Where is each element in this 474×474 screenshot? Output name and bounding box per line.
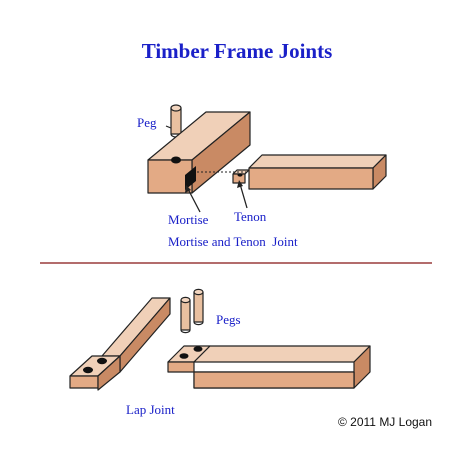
mortise-tenon-illustration (147, 104, 387, 213)
peg-illustration (170, 104, 182, 138)
tenon-beam (232, 154, 387, 190)
diagram-title: Timber Frame Joints (142, 39, 333, 63)
mortise-pointer (187, 188, 201, 213)
pegs-label: Pegs (216, 312, 241, 327)
peg-pointer (165, 125, 172, 129)
peg-label: Peg (137, 115, 157, 130)
lap-joint-caption: Lap Joint (126, 402, 175, 417)
copyright-text: © 2011 MJ Logan (338, 415, 432, 429)
lap-joint-illustration (69, 288, 371, 391)
tenon-label: Tenon (234, 209, 267, 224)
lap-upper-beam (69, 297, 171, 391)
tenon-pointer (239, 183, 248, 209)
lap-peg-2 (193, 288, 204, 326)
lap-lower-beam (167, 345, 371, 389)
mortise-slot (185, 166, 196, 190)
peg-hole (171, 156, 181, 164)
lap-hole-2 (97, 357, 107, 365)
mortise-label: Mortise (168, 212, 209, 227)
lap-lower-hole-1 (179, 353, 189, 359)
tenon-peg-hole (237, 173, 243, 177)
mortise-beam (147, 111, 251, 194)
lap-peg-1 (180, 296, 191, 334)
tenon-arrowhead (237, 180, 243, 188)
lap-hole-1 (83, 366, 93, 374)
mortise-tenon-caption: Mortise and Tenon Joint (168, 234, 298, 249)
mortise-arrowhead (185, 185, 191, 193)
lap-lower-hole-2 (193, 346, 203, 352)
